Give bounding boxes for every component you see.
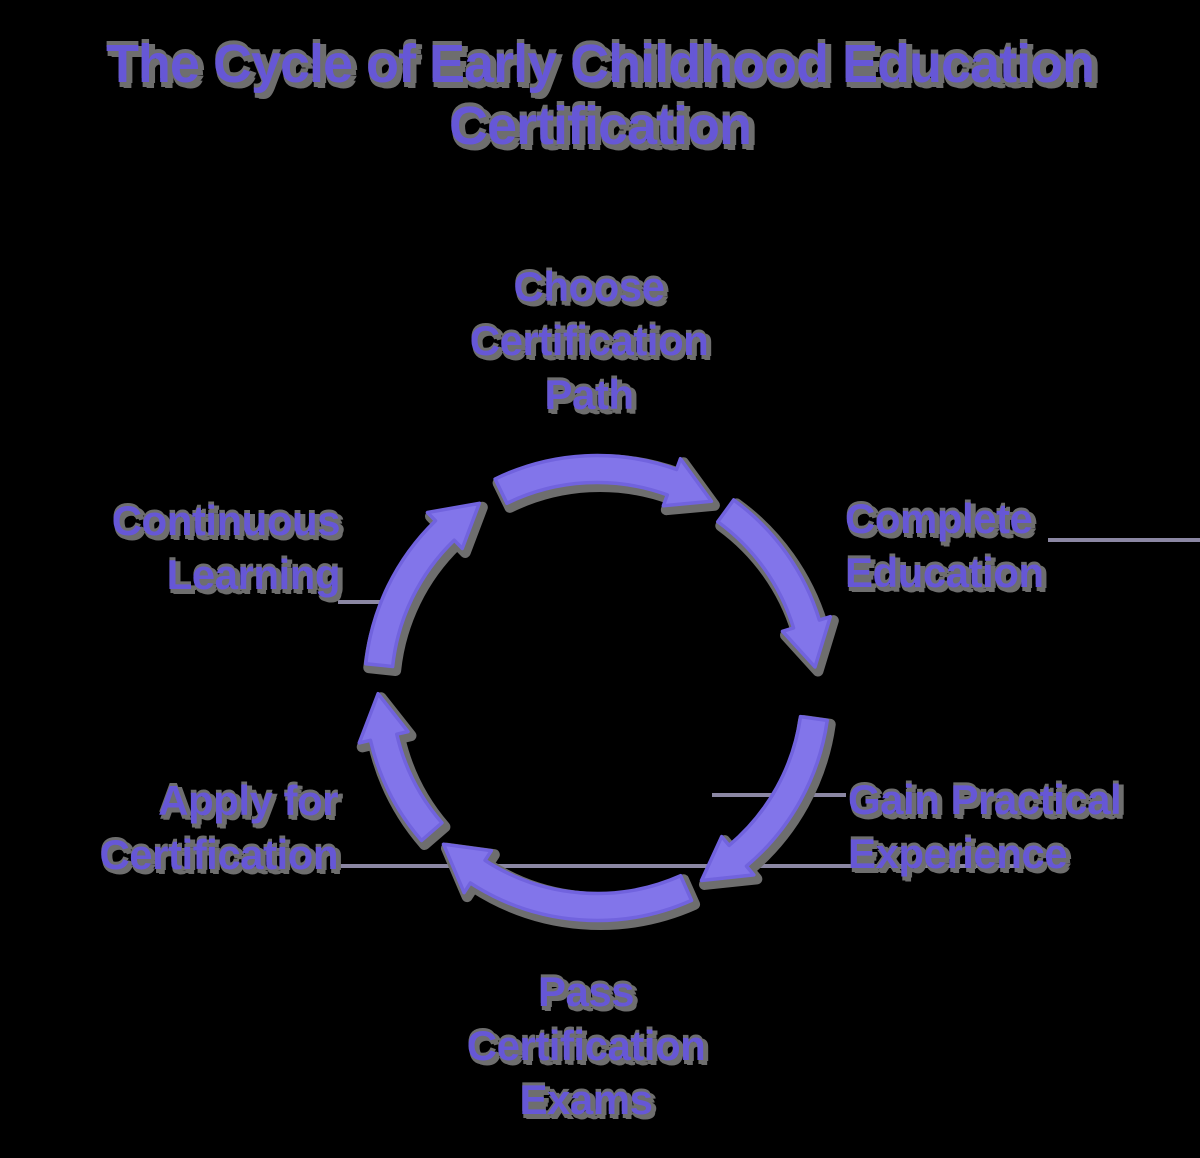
diagram-title: The Cycle of Early Childhood Education C… <box>105 34 1095 156</box>
cycle-arrow-segment-5 <box>364 501 482 669</box>
step-label-pass-certification-exams: Pass Certification Exams <box>466 968 706 1123</box>
cycle-arrow-segment-4 <box>357 691 444 843</box>
step-label-apply-for-certification: Apply for Certification <box>99 777 338 878</box>
step-label-gain-practical-experience: Gain Practical Experience <box>848 776 1122 877</box>
cycle-arrow-segment-2 <box>699 714 829 883</box>
step-label-continuous-learning: Continuous Learning <box>111 497 341 598</box>
cycle-arrow-segment-3 <box>441 842 694 923</box>
cycle-arrow-segment-0 <box>493 453 714 508</box>
step-label-choose-certification-path: Choose Certification Path <box>469 263 709 418</box>
cycle-arrow-segment-1 <box>716 498 833 669</box>
step-label-complete-education: Complete Education <box>845 495 1044 596</box>
